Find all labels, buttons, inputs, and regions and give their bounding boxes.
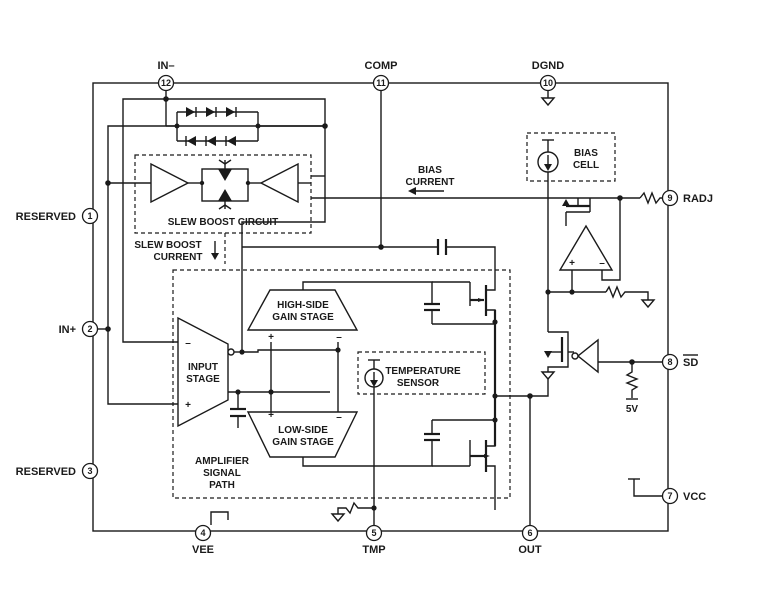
slew-current-label-1: SLEW BOOST bbox=[134, 240, 201, 251]
input-stage-label-1: INPUT bbox=[188, 362, 218, 373]
opamp-plus: + bbox=[569, 258, 575, 269]
ground-symbol bbox=[540, 371, 556, 381]
pin-number: 9 bbox=[667, 193, 672, 203]
pin-number: 1 bbox=[87, 211, 92, 221]
amp-path-label-1: AMPLIFIER bbox=[195, 456, 250, 467]
high-side-plus: + bbox=[268, 332, 274, 343]
bias-cell-box bbox=[526, 132, 616, 182]
pin-8-sd: 8 SD bbox=[661, 353, 698, 371]
pin-label: OUT bbox=[518, 544, 542, 556]
bias-cell: BIAS CELL bbox=[537, 139, 599, 173]
ground-symbol bbox=[640, 299, 656, 309]
opamp-minus: – bbox=[599, 258, 605, 269]
pin-7-vcc: 7 VCC bbox=[628, 478, 706, 505]
pin-2-in-plus: 2 IN+ bbox=[59, 320, 99, 338]
pin-5-tmp: 5 TMP bbox=[362, 524, 386, 556]
low-side-label-2: GAIN STAGE bbox=[272, 437, 334, 448]
input-minus: – bbox=[185, 338, 191, 349]
inverter bbox=[576, 338, 599, 374]
slew-current-label-2: CURRENT bbox=[154, 252, 203, 263]
pin-label: VCC bbox=[683, 491, 706, 503]
bias-resistor bbox=[605, 285, 649, 300]
low-side-label-1: LOW-SIDE bbox=[278, 425, 328, 436]
pin-label: SD bbox=[683, 357, 698, 369]
in-minus-wire bbox=[122, 98, 178, 343]
bias-opamp: + – bbox=[545, 198, 656, 309]
temp-sensor-label-2: SENSOR bbox=[397, 378, 440, 389]
input-plus: + bbox=[185, 400, 191, 411]
pin-number: 6 bbox=[527, 528, 532, 538]
pin-number: 12 bbox=[161, 78, 171, 88]
pin-number: 2 bbox=[87, 324, 92, 334]
pin-number: 7 bbox=[667, 491, 672, 501]
high-side-label-2: GAIN STAGE bbox=[272, 312, 334, 323]
pin-label: TMP bbox=[362, 544, 385, 556]
slew-boost-box bbox=[134, 154, 312, 234]
pin-label: DGND bbox=[532, 60, 564, 72]
slew-boost-label: SLEW BOOST CIRCUIT bbox=[168, 217, 279, 228]
pin-label: RADJ bbox=[683, 193, 713, 205]
radj-resistor bbox=[639, 191, 662, 205]
pin-1-reserved: 1 RESERVED bbox=[16, 207, 99, 225]
low-side-minus: – bbox=[336, 412, 342, 423]
pin-6-out: 6 OUT bbox=[518, 524, 542, 556]
pullup-resistor bbox=[625, 362, 639, 398]
slew-boost-circuit: SLEW BOOST CIRCUIT bbox=[150, 159, 325, 228]
pin-label: VEE bbox=[192, 544, 214, 556]
pin-10-dgnd: 10 DGND bbox=[532, 60, 564, 107]
pin-4-vee: 4 VEE bbox=[192, 511, 229, 556]
pin-label: IN+ bbox=[59, 324, 76, 336]
buffer-right bbox=[259, 162, 299, 204]
pin-9-radj: 9 RADJ bbox=[661, 189, 713, 207]
bias-current-label-2: CURRENT bbox=[406, 177, 455, 188]
high-side-minus: – bbox=[336, 332, 342, 343]
amp-path-label-2: SIGNAL bbox=[203, 468, 241, 479]
pin-number: 3 bbox=[87, 466, 92, 476]
pin-number: 4 bbox=[200, 528, 205, 538]
pin-12-in-minus: 12 IN– bbox=[157, 60, 175, 99]
low-side-gain-stage: + – LOW-SIDE GAIN STAGE bbox=[246, 392, 433, 467]
high-side-label-1: HIGH-SIDE bbox=[277, 300, 329, 311]
ground-symbol bbox=[330, 513, 346, 523]
output-high-transistor bbox=[424, 262, 498, 396]
bias-cell-label-1: BIAS bbox=[574, 148, 598, 159]
ground-symbol bbox=[540, 97, 556, 107]
five-volt-label: 5V bbox=[626, 404, 639, 415]
pin-label: RESERVED bbox=[16, 211, 76, 223]
pin-number: 8 bbox=[667, 357, 672, 367]
in-plus-wire bbox=[107, 125, 325, 405]
pin-11-comp: 11 COMP bbox=[365, 60, 398, 92]
amp-path-label-3: PATH bbox=[209, 480, 235, 491]
shutdown-circuit: 5V bbox=[540, 331, 662, 415]
low-side-plus: + bbox=[268, 410, 274, 421]
input-stage-label-2: STAGE bbox=[186, 374, 220, 385]
amplifier-path-box bbox=[172, 269, 511, 499]
buffer-left bbox=[150, 162, 190, 204]
temp-sensor-box bbox=[357, 351, 486, 395]
bias-cell-label-2: CELL bbox=[573, 160, 599, 171]
pin-number: 10 bbox=[543, 78, 553, 88]
temp-sensor-label-1: TEMPERATURE bbox=[385, 366, 461, 377]
bias-current-label-1: BIAS bbox=[418, 165, 442, 176]
pin-label: IN– bbox=[157, 60, 174, 72]
pin-label: RESERVED bbox=[16, 466, 76, 478]
output-low-transistor bbox=[424, 396, 498, 510]
temperature-sensor: TEMPERATURE SENSOR bbox=[330, 359, 461, 525]
pin-number: 5 bbox=[371, 528, 376, 538]
pin-3-reserved: 3 RESERVED bbox=[16, 462, 99, 480]
pin-number: 11 bbox=[376, 78, 386, 88]
input-stage: INPUT STAGE – + bbox=[177, 316, 330, 428]
bias-transistor bbox=[562, 198, 591, 226]
high-side-gain-stage: HIGH-SIDE GAIN STAGE + – bbox=[246, 281, 433, 395]
pin-label: COMP bbox=[365, 60, 398, 72]
